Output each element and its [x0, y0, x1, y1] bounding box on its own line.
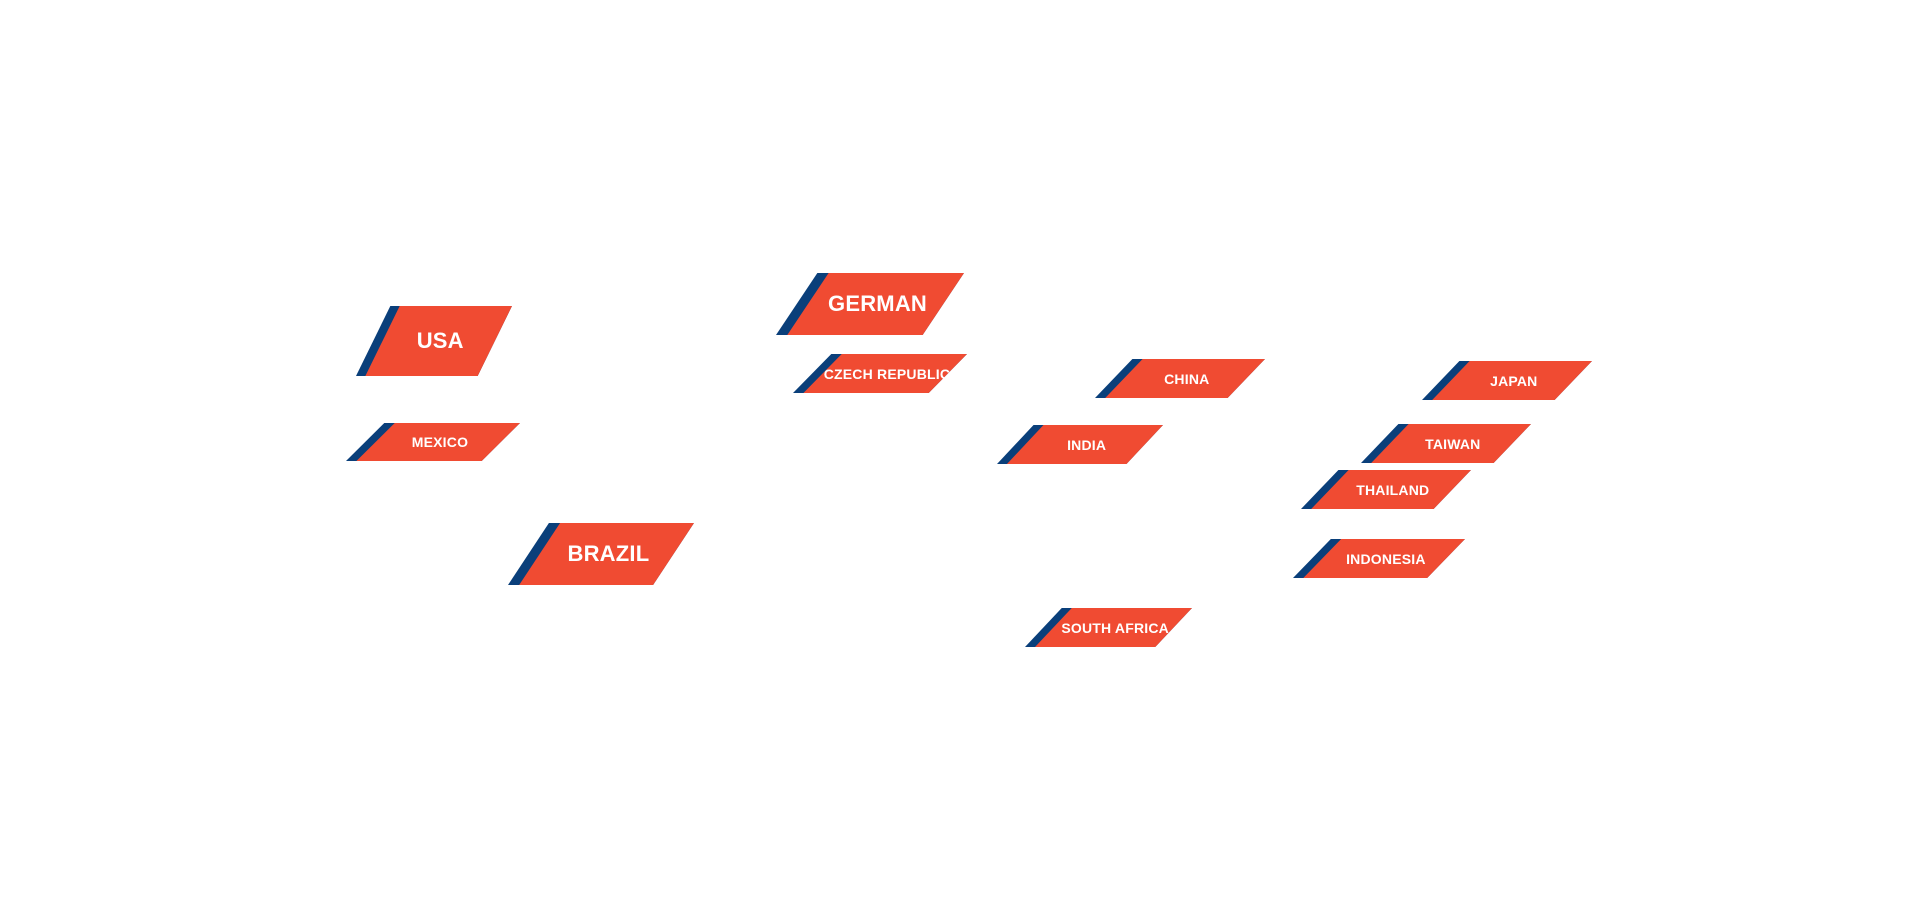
location-label-mexico: MEXICO — [411, 434, 469, 450]
location-label-german: GERMAN — [828, 291, 927, 316]
location-label-china: CHINA — [1164, 370, 1210, 387]
location-label-czech-republic: CZECH REPUBLIC — [823, 365, 951, 382]
location-label-india: INDIA — [1067, 436, 1107, 453]
location-label-usa: USA — [416, 328, 464, 353]
location-tag-india[interactable]: INDIA — [997, 425, 1163, 464]
location-tag-thailand[interactable]: THAILAND — [1301, 470, 1471, 509]
location-tag-german[interactable]: GERMAN — [776, 273, 964, 335]
location-label-japan: JAPAN — [1490, 372, 1538, 389]
location-tag-taiwan[interactable]: TAIWAN — [1361, 424, 1531, 463]
location-label-south-africa: SOUTH AFRICA — [1061, 619, 1169, 636]
location-label-thailand: THAILAND — [1356, 481, 1430, 498]
location-label-taiwan: TAIWAN — [1425, 435, 1481, 452]
location-tag-indonesia[interactable]: INDONESIA — [1293, 539, 1465, 578]
location-tag-china[interactable]: CHINA — [1095, 359, 1265, 398]
location-tag-usa[interactable]: USA — [356, 306, 512, 376]
location-tag-mexico[interactable]: MEXICO — [346, 423, 520, 461]
location-tag-brazil[interactable]: BRAZIL — [508, 523, 694, 585]
location-tag-japan[interactable]: JAPAN — [1422, 361, 1592, 400]
location-tag-czech-republic[interactable]: CZECH REPUBLIC — [793, 354, 967, 393]
location-label-brazil: BRAZIL — [567, 541, 650, 566]
location-label-indonesia: INDONESIA — [1346, 550, 1426, 567]
location-tag-south-africa[interactable]: SOUTH AFRICA — [1025, 608, 1192, 647]
